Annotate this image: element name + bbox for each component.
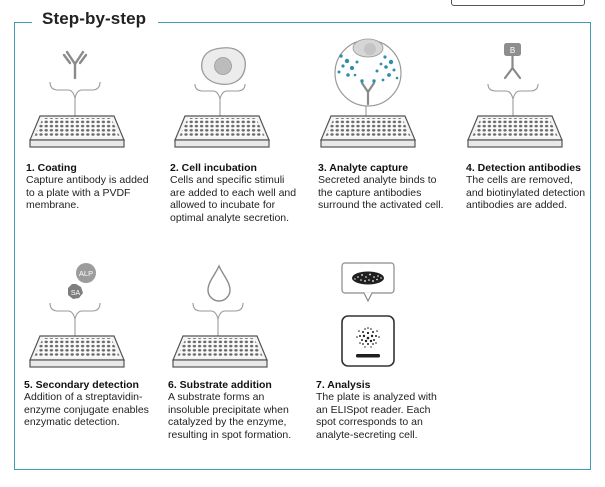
frame-top-border-right	[158, 22, 591, 23]
analyte-capture-illustration	[320, 38, 416, 148]
cell-incubation-illustration	[174, 47, 270, 148]
callout-bracket	[192, 302, 244, 320]
step-7-desc: The plate is analyzed with an ELISpot re…	[316, 391, 437, 441]
plate-icon	[172, 335, 268, 368]
plate-icon	[29, 335, 125, 368]
detection-antibody-icon	[503, 54, 522, 80]
alp-enzyme-icon: ALP	[76, 263, 96, 283]
step-frame	[14, 22, 591, 470]
page-title: Step-by-step	[42, 9, 147, 28]
step-4-desc: The cells are removed, and biotinylated …	[466, 174, 586, 212]
callout-bracket	[49, 81, 101, 99]
step-5-desc: Addition of a streptavidin-enzyme conjug…	[24, 391, 149, 429]
callout-bracket	[49, 302, 101, 320]
corner-box	[451, 0, 585, 6]
analysis-illustration	[341, 262, 395, 367]
elispot-reader-icon	[341, 315, 395, 367]
biotin-label: B	[510, 46, 515, 55]
step-3-desc: Secreted analyte binds to the capture an…	[318, 174, 444, 212]
step-5-title: 5. Secondary detection	[24, 379, 139, 391]
step-2-title: 2. Cell incubation	[170, 162, 257, 174]
plate-icon	[467, 115, 563, 148]
biotin-tag-icon: B	[504, 43, 521, 56]
step-4: 4. Detection antibodies The cells are re…	[466, 162, 586, 212]
plate-icon	[174, 115, 270, 148]
substrate-addition-illustration	[172, 264, 268, 368]
cell-icon	[201, 47, 246, 86]
plate-icon	[320, 115, 416, 148]
step-3-title: 3. Analyte capture	[318, 162, 409, 174]
droplet-icon	[207, 264, 231, 302]
step-6-title: 6. Substrate addition	[168, 379, 272, 391]
step-7: 7. Analysis The plate is analyzed with a…	[316, 379, 446, 441]
step-1-desc: Capture antibody is added to a plate wit…	[26, 174, 149, 212]
capture-antibody-icon	[360, 81, 376, 106]
detection-antibodies-illustration: B	[467, 43, 563, 148]
step-6: 6. Substrate addition A substrate forms …	[168, 379, 302, 441]
step-2: 2. Cell incubation Cells and specific st…	[170, 162, 300, 224]
sa-label: SA	[71, 290, 81, 297]
secondary-detection-illustration: ALP SA	[29, 263, 125, 368]
analyte-dots	[337, 54, 399, 82]
well-speech-bubble-icon	[341, 262, 395, 303]
step-7-title: 7. Analysis	[316, 379, 371, 391]
step-5: 5. Secondary detection Addition of a str…	[24, 379, 152, 429]
callout-bracket	[487, 83, 539, 100]
alp-label: ALP	[79, 269, 93, 278]
step-6-desc: A substrate forms an insoluble precipita…	[168, 391, 292, 441]
coating-illustration	[29, 50, 125, 148]
streptavidin-icon: SA	[68, 284, 83, 299]
plate-icon	[29, 115, 125, 148]
frame-top-border-left	[14, 22, 32, 23]
capture-antibody-icon	[62, 50, 88, 80]
step-1-title: 1. Coating	[26, 162, 77, 174]
step-4-title: 4. Detection antibodies	[466, 162, 581, 174]
step-1: 1. Coating Capture antibody is added to …	[26, 162, 152, 212]
step-3: 3. Analyte capture Secreted analyte bind…	[318, 162, 450, 212]
callout-bracket	[194, 83, 246, 100]
step-2-desc: Cells and specific stimuli are added to …	[170, 174, 297, 224]
